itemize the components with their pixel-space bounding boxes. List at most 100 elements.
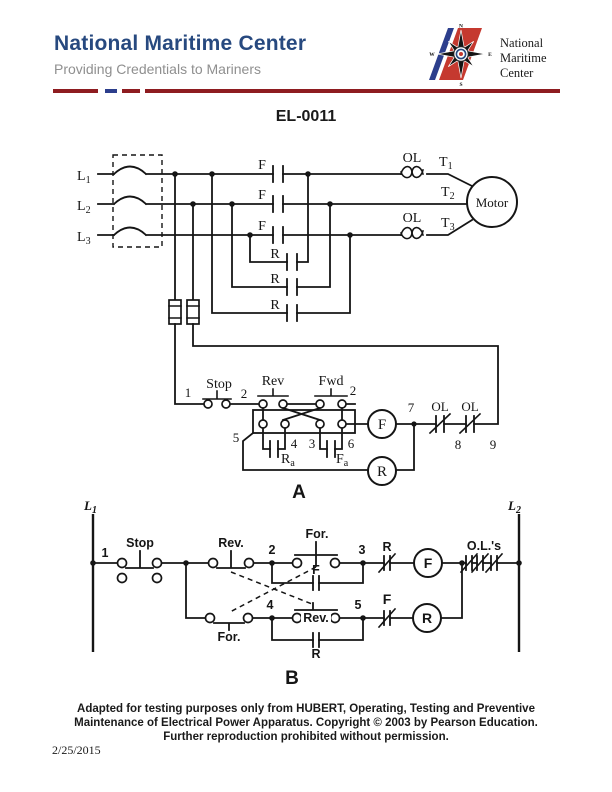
logo-line-3: Center — [500, 66, 534, 80]
label-rail-l1: L1 — [83, 498, 97, 516]
header-divider — [53, 89, 560, 93]
compass-w-label: W — [429, 52, 435, 58]
footer-line-2: Maintenance of Electrical Power Apparatu… — [74, 717, 538, 729]
label-n9: 9 — [490, 437, 497, 452]
reversing-switch-box — [252, 409, 356, 434]
label-aux-r: Ra — [281, 452, 295, 469]
footer-line-1: Adapted for testing purposes only from H… — [77, 703, 535, 715]
compass-logo-icon: N E S W — [429, 24, 492, 88]
button-actuators — [202, 388, 348, 400]
label-f1: F — [258, 158, 266, 173]
label-l3: L3 — [77, 230, 91, 247]
compass-s-label: S — [459, 82, 462, 88]
label-t2: T2 — [441, 185, 455, 202]
f-contact-bars — [272, 165, 284, 244]
diagram-a-letter: A — [292, 482, 306, 503]
label-n7: 7 — [408, 400, 415, 415]
label-l2: L2 — [77, 199, 91, 216]
label-n1: 1 — [185, 385, 192, 400]
button-actuators-b — [125, 541, 338, 631]
pushbutton-terminals-b — [116, 557, 341, 624]
control-fuses — [168, 299, 200, 325]
label-rev-nc: Rev. — [218, 536, 243, 550]
page-title: National Maritime Center — [54, 32, 307, 55]
label-t1: T1 — [439, 155, 453, 172]
label-coil-r-b: R — [422, 610, 432, 626]
label-rail-l2: L2 — [507, 498, 521, 516]
label-n6: 6 — [348, 436, 355, 451]
label-overloads: O.L.'s — [467, 539, 501, 553]
junction-dots-b — [90, 560, 522, 621]
mechanical-linkage-dashes — [229, 566, 317, 613]
label-bn2: 2 — [269, 543, 276, 557]
label-bn4: 4 — [267, 598, 274, 612]
label-f2: F — [258, 188, 266, 203]
label-nc-f: F — [383, 591, 392, 607]
label-t3: T3 — [441, 216, 455, 233]
control-wires — [174, 323, 499, 471]
label-for-no: For. — [306, 527, 329, 541]
label-bn1: 1 — [102, 546, 109, 560]
label-fwd-a: Fwd — [319, 374, 344, 389]
r-contact-bars — [286, 253, 298, 322]
label-seal-r: R — [311, 647, 320, 661]
label-aux-f: Fa — [336, 452, 349, 469]
logo-wordmark: National Maritime Center — [500, 36, 547, 81]
label-ol-top: OL — [403, 151, 422, 166]
diagram-b: L1 L2 1 Stop Rev. 2 For. 3 F R F O.L.'s … — [83, 498, 522, 689]
date-stamp: 2/25/2015 — [52, 743, 101, 757]
label-seal-f: F — [312, 563, 320, 577]
label-rev-a: Rev — [262, 374, 285, 389]
label-n2b: 2 — [350, 383, 357, 398]
diagram-b-letter: B — [285, 668, 299, 689]
label-bn3: 3 — [359, 543, 366, 557]
forward-coil — [367, 409, 397, 439]
logo-line-1: National — [500, 36, 544, 50]
forward-coil-b — [413, 548, 443, 578]
label-l1: L1 — [77, 169, 91, 186]
label-bn5: 5 — [355, 598, 362, 612]
aux-contact-bars — [269, 440, 336, 458]
reverse-coil — [367, 456, 397, 486]
compass-n-label: N — [459, 24, 463, 30]
diagram-a: L1 L2 L3 F F F R R R OL OL T1 T2 T3 Moto… — [77, 151, 518, 503]
seal-contact-bars — [312, 575, 320, 648]
label-olc1: OL — [431, 399, 448, 414]
label-n5: 5 — [233, 430, 240, 445]
junction-dots-a — [172, 171, 417, 427]
page-subtitle: Providing Credentials to Mariners — [54, 61, 261, 77]
nc-contacts-b — [377, 552, 504, 629]
label-r3: R — [270, 298, 280, 313]
ol-nc-contacts — [428, 412, 482, 435]
compass-seal-center — [459, 52, 463, 56]
label-n4: 4 — [291, 436, 298, 451]
compass-e-label: E — [488, 52, 492, 58]
label-r2: R — [270, 272, 280, 287]
label-f3: F — [258, 219, 266, 234]
label-coil-r: R — [377, 464, 387, 480]
power-wires — [97, 165, 474, 314]
footer-line-3: Further reproduction prohibited without … — [163, 731, 449, 743]
footer-attribution: Adapted for testing purposes only from H… — [0, 702, 612, 744]
label-rev-no: Rev. — [303, 611, 328, 625]
label-coil-f: F — [378, 417, 386, 433]
label-n2: 2 — [241, 386, 248, 401]
label-stop-a: Stop — [206, 377, 232, 392]
label-motor: Motor — [476, 195, 509, 210]
pushbutton-terminals — [203, 399, 347, 429]
label-for-nc: For. — [218, 630, 241, 644]
label-ol-bottom: OL — [403, 211, 422, 226]
label-n8: 8 — [455, 437, 462, 452]
reverse-coil-b — [412, 603, 442, 633]
breaker-enclosure — [112, 154, 163, 248]
logo-line-2: Maritime — [500, 51, 547, 65]
rev-label-mask — [301, 612, 331, 623]
ladder-rails — [91, 514, 521, 652]
label-olc2: OL — [461, 399, 478, 414]
label-stop-b: Stop — [126, 536, 154, 550]
label-nc-r: R — [382, 540, 391, 554]
label-r1: R — [270, 247, 280, 262]
motor-circle — [466, 176, 518, 228]
